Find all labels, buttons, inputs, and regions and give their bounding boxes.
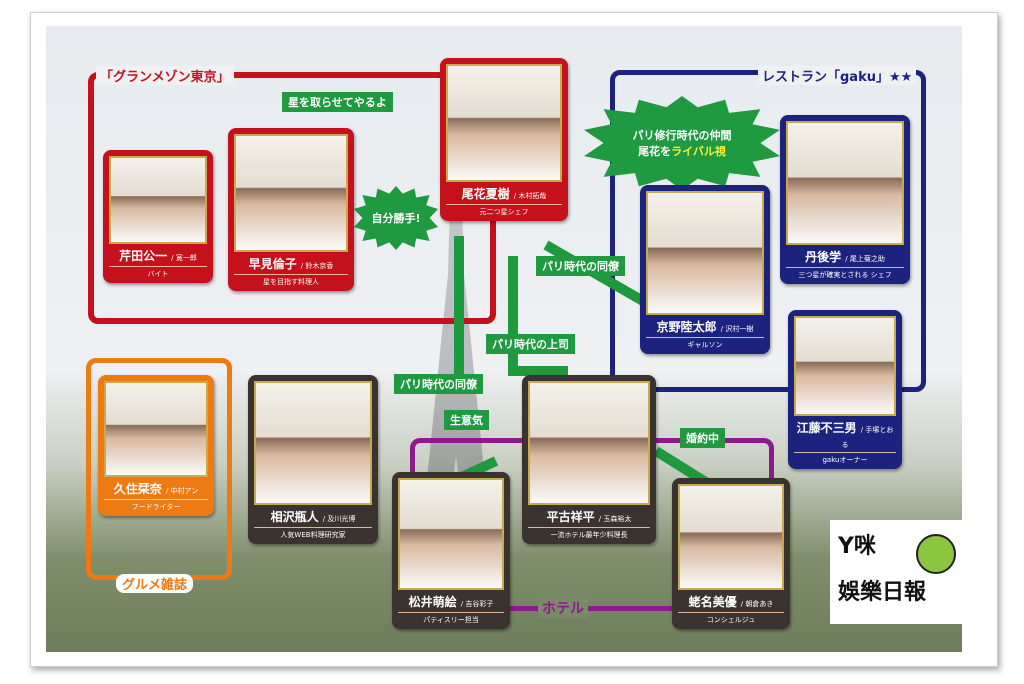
watermark-logo: Y咪 娛樂日報 <box>830 520 966 624</box>
character-name: 相沢瓶人 <box>270 510 319 524</box>
relation-engaged: 婚約中 <box>680 428 725 448</box>
character-name: 芹田公一 <box>119 249 168 263</box>
character-photo <box>109 156 207 244</box>
watermark-line1: Y咪 <box>838 534 876 559</box>
character-photo <box>646 191 764 315</box>
connector-line <box>516 366 568 376</box>
relation-selfish: 自分勝手! <box>371 212 421 225</box>
character-card[interactable]: 松井萌絵 / 吉谷彩子パティスリー担当 <box>392 472 510 629</box>
character-role: パティスリー担当 <box>423 616 479 624</box>
actor-name: / 玉森裕太 <box>598 515 632 523</box>
character-card[interactable]: 芹田公一 / 寛一郎バイト <box>103 150 213 283</box>
character-name: 尾花夏樹 <box>461 187 510 201</box>
connector-line <box>508 256 518 376</box>
character-name: 早見倫子 <box>248 257 297 271</box>
actor-name: / 寛一郎 <box>171 254 197 262</box>
mascot-icon <box>916 534 956 574</box>
relation-cheeky: 生意気 <box>444 410 489 430</box>
relation-rival-burst: パリ修行時代の仲間 尾花をライバル視 <box>584 96 780 190</box>
character-card[interactable]: 久住栞奈 / 中村アンフードライター <box>98 375 214 516</box>
actor-name: / 尾上菊之助 <box>845 255 885 263</box>
character-card[interactable]: 早見倫子 / 鈴木京香星を目指す料理人 <box>228 128 354 291</box>
character-photo <box>446 64 562 182</box>
character-photo <box>678 484 784 590</box>
character-photo <box>528 381 650 505</box>
character-role: gakuオーナー <box>822 456 868 464</box>
character-name: 平古祥平 <box>546 510 595 524</box>
character-photo <box>234 134 348 252</box>
character-card[interactable]: 江藤不三男 / 手塚とおる gakuオーナー <box>788 310 902 469</box>
character-role: 元二つ星シェフ <box>479 208 529 216</box>
character-photo <box>104 381 208 477</box>
actor-name: / 中村アン <box>165 487 199 495</box>
relation-rival-prefix: 尾花を <box>638 145 672 158</box>
hotel-line <box>508 606 674 611</box>
character-card[interactable]: 丹後学 / 尾上菊之助三つ星が確実とされる シェフ <box>780 115 910 284</box>
character-photo <box>398 478 504 590</box>
actor-name: / 木村拓哉 <box>513 192 547 200</box>
actor-name: / 及川光博 <box>322 515 356 523</box>
character-name: 松井萌絵 <box>408 595 457 609</box>
character-role: 一流ホテル最年少料理長 <box>550 531 628 539</box>
character-card[interactable]: 平古祥平 / 玉森裕太一流ホテル最年少料理長 <box>522 375 656 544</box>
actor-name: / 鈴木京香 <box>300 262 334 270</box>
relation-selfish-burst: 自分勝手! <box>354 186 438 250</box>
character-name: 丹後学 <box>805 250 842 264</box>
gaku-label: レストラン「gaku」★★ <box>758 66 917 85</box>
relation-paris-colleague-a: パリ時代の同僚 <box>536 256 625 276</box>
character-role: 三つ星が確実とされる シェフ <box>798 271 892 279</box>
character-name: 蛯名美優 <box>688 595 737 609</box>
character-role: 星を目指す料理人 <box>263 278 319 286</box>
actor-name: / 朝倉あき <box>740 600 774 608</box>
relation-star: 星を取らせてやるよ <box>282 92 393 112</box>
relation-rival-highlight: ライバル視 <box>671 145 726 158</box>
character-role: ギャルソン <box>687 341 723 349</box>
actor-name: / 手塚とおる <box>841 426 894 449</box>
actor-name: / 吉谷彩子 <box>460 600 494 608</box>
character-photo <box>254 381 372 505</box>
character-role: 人気WEB料理研究家 <box>280 531 346 539</box>
character-role: フードライター <box>131 503 181 511</box>
relation-paris-boss: パリ時代の上司 <box>486 334 575 354</box>
character-card[interactable]: 相沢瓶人 / 及川光博人気WEB料理研究家 <box>248 375 378 544</box>
actor-name: / 沢村一樹 <box>720 325 754 333</box>
character-role: コンシェルジュ <box>706 616 756 624</box>
magazine-label: グルメ雑誌 <box>116 574 194 593</box>
character-card[interactable]: 蛯名美優 / 朝倉あきコンシェルジュ <box>672 478 790 629</box>
character-name: 久住栞奈 <box>113 482 162 496</box>
character-role: バイト <box>147 270 169 278</box>
relationship-diagram: 「グランメゾン東京」 レストラン「gaku」★★ グルメ雑誌 ホテル 星を取らせ… <box>46 26 962 652</box>
relation-paris-peer: パリ修行時代の仲間 <box>632 129 732 142</box>
character-photo <box>786 121 904 245</box>
connector-line <box>454 236 464 386</box>
watermark-line2: 娛樂日報 <box>838 580 927 605</box>
relation-paris-colleague-b: パリ時代の同僚 <box>394 374 483 394</box>
grand-maison-label: 「グランメゾン東京」 <box>96 66 234 85</box>
character-name: 京野陸太郎 <box>656 320 717 334</box>
character-card[interactable]: 尾花夏樹 / 木村拓哉元二つ星シェフ <box>440 58 568 221</box>
hotel-label: ホテル <box>538 598 588 618</box>
character-name: 江藤不三男 <box>796 421 857 435</box>
character-photo <box>794 316 896 416</box>
character-card[interactable]: 京野陸太郎 / 沢村一樹ギャルソン <box>640 185 770 354</box>
